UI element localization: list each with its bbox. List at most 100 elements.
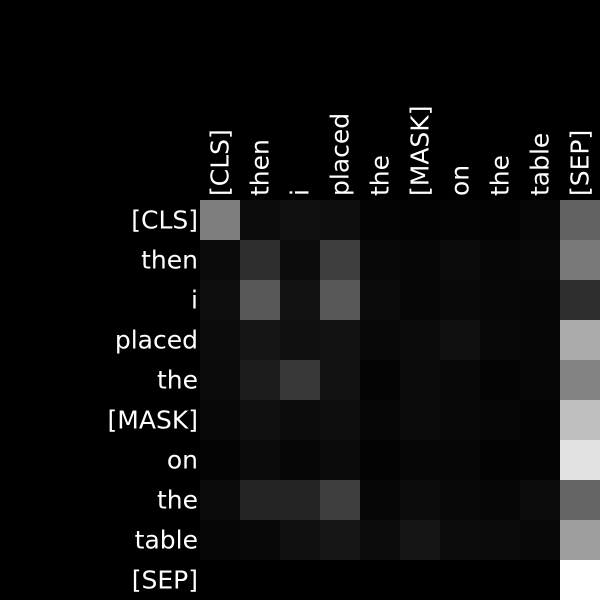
heatmap-cell-r8-c6 [440, 520, 480, 560]
y-tick-label: [CLS] [131, 206, 198, 235]
y-tick-label: on [167, 446, 198, 475]
heatmap-cell-r0-c2 [280, 200, 320, 240]
x-tick-label: placed [326, 113, 355, 196]
heatmap-cell-r9-c2 [280, 560, 320, 600]
heatmap-cell-r4-c1 [240, 360, 280, 400]
heatmap-cell-r2-c9 [560, 280, 600, 320]
heatmap-cell-r1-c8 [520, 240, 560, 280]
heatmap-cell-r9-c1 [240, 560, 280, 600]
heatmap-cell-r0-c9 [560, 200, 600, 240]
heatmap-cell-r8-c5 [400, 520, 440, 560]
y-tick-label: the [157, 366, 198, 395]
heatmap-cell-r8-c1 [240, 520, 280, 560]
x-tick-label: i [286, 189, 315, 196]
heatmap-cell-r6-c1 [240, 440, 280, 480]
heatmap-cell-r6-c2 [280, 440, 320, 480]
heatmap-cell-r6-c6 [440, 440, 480, 480]
heatmap-cell-r7-c7 [480, 480, 520, 520]
heatmap-cell-r0-c8 [520, 200, 560, 240]
heatmap-cell-r1-c4 [360, 240, 400, 280]
heatmap-cell-r3-c2 [280, 320, 320, 360]
heatmap-cell-r0-c3 [320, 200, 360, 240]
heatmap-cell-r5-c4 [360, 400, 400, 440]
heatmap-cell-r2-c8 [520, 280, 560, 320]
heatmap-cell-r4-c8 [520, 360, 560, 400]
heatmap-cell-r7-c8 [520, 480, 560, 520]
heatmap-cell-r0-c0 [200, 200, 240, 240]
heatmap-cell-r7-c9 [560, 480, 600, 520]
heatmap-cell-r4-c2 [280, 360, 320, 400]
heatmap-cell-r8-c4 [360, 520, 400, 560]
heatmap-cell-r5-c1 [240, 400, 280, 440]
heatmap-cell-r3-c4 [360, 320, 400, 360]
heatmap-cell-r5-c9 [560, 400, 600, 440]
heatmap-cell-r4-c9 [560, 360, 600, 400]
heatmap-cell-r2-c1 [240, 280, 280, 320]
y-tick-label: then [141, 246, 198, 275]
heatmap-cell-r6-c3 [320, 440, 360, 480]
heatmap-cell-r2-c4 [360, 280, 400, 320]
x-tick-label: table [526, 133, 555, 196]
heatmap-cell-r3-c6 [440, 320, 480, 360]
heatmap-cells [200, 200, 600, 600]
heatmap-cell-r3-c0 [200, 320, 240, 360]
heatmap-cell-r7-c2 [280, 480, 320, 520]
heatmap-cell-r0-c5 [400, 200, 440, 240]
heatmap-cell-r0-c4 [360, 200, 400, 240]
x-tick-label: on [446, 165, 475, 196]
heatmap-cell-r6-c8 [520, 440, 560, 480]
heatmap-cell-r5-c8 [520, 400, 560, 440]
heatmap-cell-r1-c2 [280, 240, 320, 280]
heatmap-cell-r3-c1 [240, 320, 280, 360]
heatmap-cell-r7-c5 [400, 480, 440, 520]
heatmap-cell-r1-c3 [320, 240, 360, 280]
heatmap-cell-r3-c8 [520, 320, 560, 360]
heatmap-cell-r6-c0 [200, 440, 240, 480]
heatmap-cell-r9-c3 [320, 560, 360, 600]
y-tick-label: the [157, 486, 198, 515]
y-tick-label: placed [115, 326, 198, 355]
heatmap-cell-r4-c6 [440, 360, 480, 400]
heatmap-cell-r2-c3 [320, 280, 360, 320]
y-tick-label: table [135, 526, 198, 555]
heatmap-cell-r8-c9 [560, 520, 600, 560]
heatmap-cell-r8-c3 [320, 520, 360, 560]
x-tick-label: [SEP] [566, 130, 595, 196]
y-tick-label: [SEP] [132, 566, 198, 595]
heatmap-cell-r1-c5 [400, 240, 440, 280]
heatmap-cell-r8-c8 [520, 520, 560, 560]
heatmap-cell-r6-c4 [360, 440, 400, 480]
heatmap-cell-r0-c7 [480, 200, 520, 240]
heatmap-cell-r2-c0 [200, 280, 240, 320]
heatmap-cell-r7-c1 [240, 480, 280, 520]
heatmap-cell-r6-c5 [400, 440, 440, 480]
heatmap-cell-r1-c0 [200, 240, 240, 280]
heatmap-cell-r8-c7 [480, 520, 520, 560]
y-tick-label: [MASK] [108, 406, 198, 435]
x-tick-label: the [486, 155, 515, 196]
x-tick-label: [MASK] [406, 106, 435, 196]
heatmap-cell-r9-c9 [560, 560, 600, 600]
heatmap-cell-r3-c3 [320, 320, 360, 360]
heatmap-cell-r7-c6 [440, 480, 480, 520]
heatmap-cell-r9-c7 [480, 560, 520, 600]
heatmap-cell-r3-c9 [560, 320, 600, 360]
y-tick-label: i [191, 286, 198, 315]
heatmap-cell-r4-c3 [320, 360, 360, 400]
heatmap-cell-r4-c7 [480, 360, 520, 400]
heatmap-cell-r5-c5 [400, 400, 440, 440]
heatmap-cell-r5-c7 [480, 400, 520, 440]
heatmap-cell-r5-c2 [280, 400, 320, 440]
x-tick-label: then [246, 139, 275, 196]
heatmap-cell-r4-c5 [400, 360, 440, 400]
heatmap-cell-r2-c7 [480, 280, 520, 320]
heatmap-cell-r9-c6 [440, 560, 480, 600]
heatmap-cell-r1-c7 [480, 240, 520, 280]
heatmap-cell-r0-c6 [440, 200, 480, 240]
heatmap-cell-r7-c4 [360, 480, 400, 520]
heatmap-cell-r4-c4 [360, 360, 400, 400]
heatmap-cell-r8-c0 [200, 520, 240, 560]
heatmap-cell-r9-c0 [200, 560, 240, 600]
